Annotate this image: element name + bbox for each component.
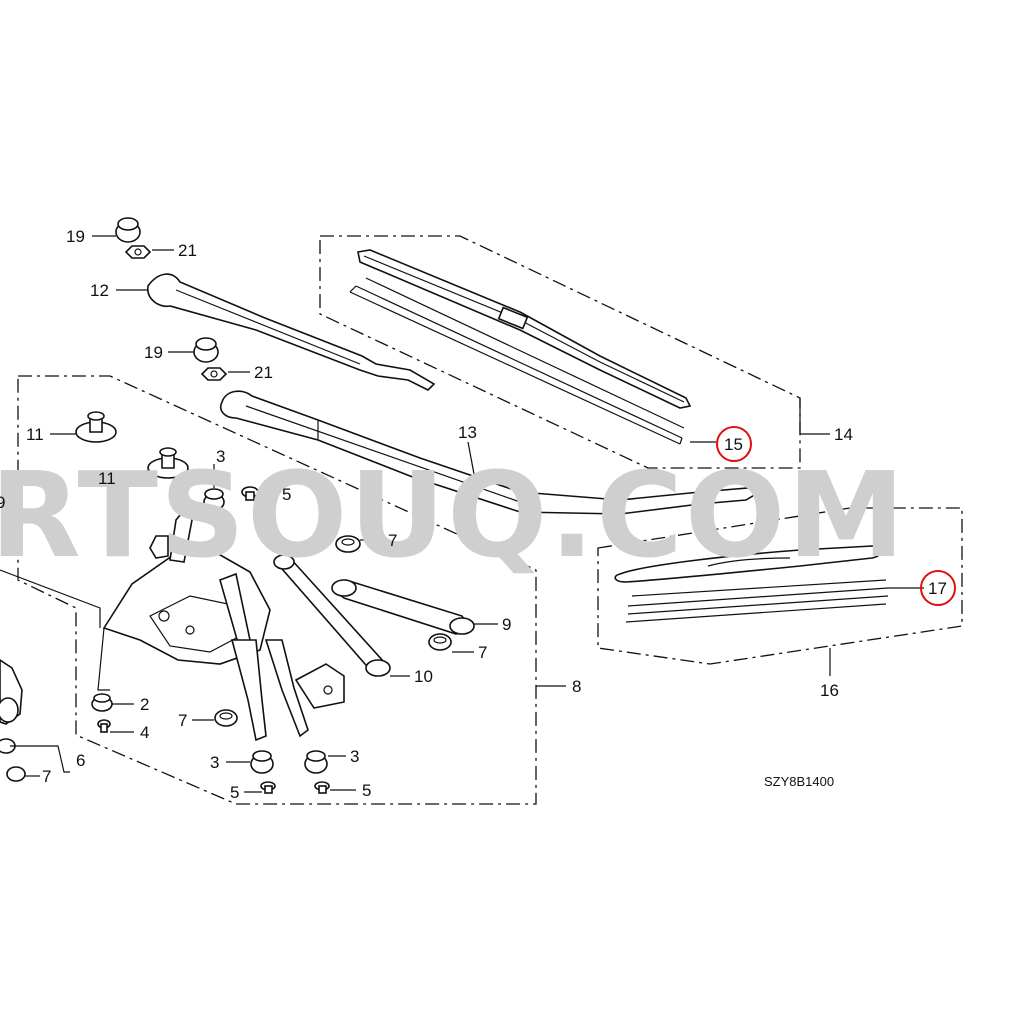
leader-lines xyxy=(0,235,924,793)
label-3-top: 3 xyxy=(216,447,225,466)
box-16-outline xyxy=(597,507,963,665)
label-11-upper: 11 xyxy=(26,425,44,444)
box-14-outline xyxy=(319,235,801,469)
grommet-7-b xyxy=(428,633,452,651)
linkage-frame xyxy=(97,506,345,742)
bolt-5-left xyxy=(260,781,276,794)
label-15: 15 xyxy=(724,435,743,454)
cap-11-upper xyxy=(75,411,117,443)
label-7-c: 7 xyxy=(178,711,187,730)
wiper-motor xyxy=(0,659,23,725)
label-5-right: 5 xyxy=(362,781,371,800)
label-5-left: 5 xyxy=(230,783,239,802)
label-2: 2 xyxy=(140,695,149,714)
diagram-code: SZY8B1400 xyxy=(764,774,834,789)
grommet-3-right xyxy=(304,750,328,774)
cap-19-lower xyxy=(193,337,219,363)
cap-19-upper xyxy=(115,217,141,243)
label-5-top: 5 xyxy=(282,485,291,504)
link-rod-10 xyxy=(273,554,391,677)
bolt-4 xyxy=(97,719,111,733)
label-21-lower: 21 xyxy=(254,363,273,382)
bolt-5-top xyxy=(241,486,259,501)
label-8: 8 xyxy=(572,677,581,696)
wiper-arm-12 xyxy=(147,273,436,391)
label-11-lower: 11 xyxy=(98,469,116,488)
grommet-7-c xyxy=(214,709,238,727)
grommet-3-left xyxy=(250,750,274,774)
wiper-arm-13 xyxy=(220,390,758,515)
bolt-5-right xyxy=(314,781,330,794)
watermark-text: RTSOUQ.COM xyxy=(0,446,907,584)
label-9-edge: 9 xyxy=(0,493,5,512)
grommet-6-parts xyxy=(0,738,26,782)
highlight-circle-17 xyxy=(920,570,956,606)
nut-21-upper xyxy=(124,245,152,259)
label-10: 10 xyxy=(414,667,433,686)
label-21-upper: 21 xyxy=(178,241,197,260)
box-8-outline xyxy=(17,375,537,805)
wiper-blade-14 xyxy=(349,249,692,445)
label-19-lower: 19 xyxy=(144,343,163,362)
label-7-a: 7 xyxy=(388,531,397,550)
grommet-3-top xyxy=(203,488,225,511)
label-9: 9 xyxy=(502,615,511,634)
wiper-blade-16 xyxy=(614,545,889,623)
bushing-2 xyxy=(91,693,113,712)
box-14-bracket xyxy=(799,398,830,435)
label-13: 13 xyxy=(458,423,477,442)
label-3-left: 3 xyxy=(210,753,219,772)
label-12: 12 xyxy=(90,281,109,300)
label-6: 6 xyxy=(76,751,85,770)
label-7-b: 7 xyxy=(478,643,487,662)
label-3-right: 3 xyxy=(350,747,359,766)
cap-11-lower xyxy=(147,447,189,479)
label-16: 16 xyxy=(820,681,839,700)
label-7-d: 7 xyxy=(42,767,51,786)
label-14: 14 xyxy=(834,425,853,444)
highlight-circle-15 xyxy=(716,426,752,462)
grommet-7-a xyxy=(335,535,361,553)
label-19-upper: 19 xyxy=(66,227,85,246)
link-rod-9 xyxy=(331,579,475,635)
label-4: 4 xyxy=(140,723,149,742)
label-17: 17 xyxy=(928,579,947,598)
nut-21-lower xyxy=(200,367,228,381)
